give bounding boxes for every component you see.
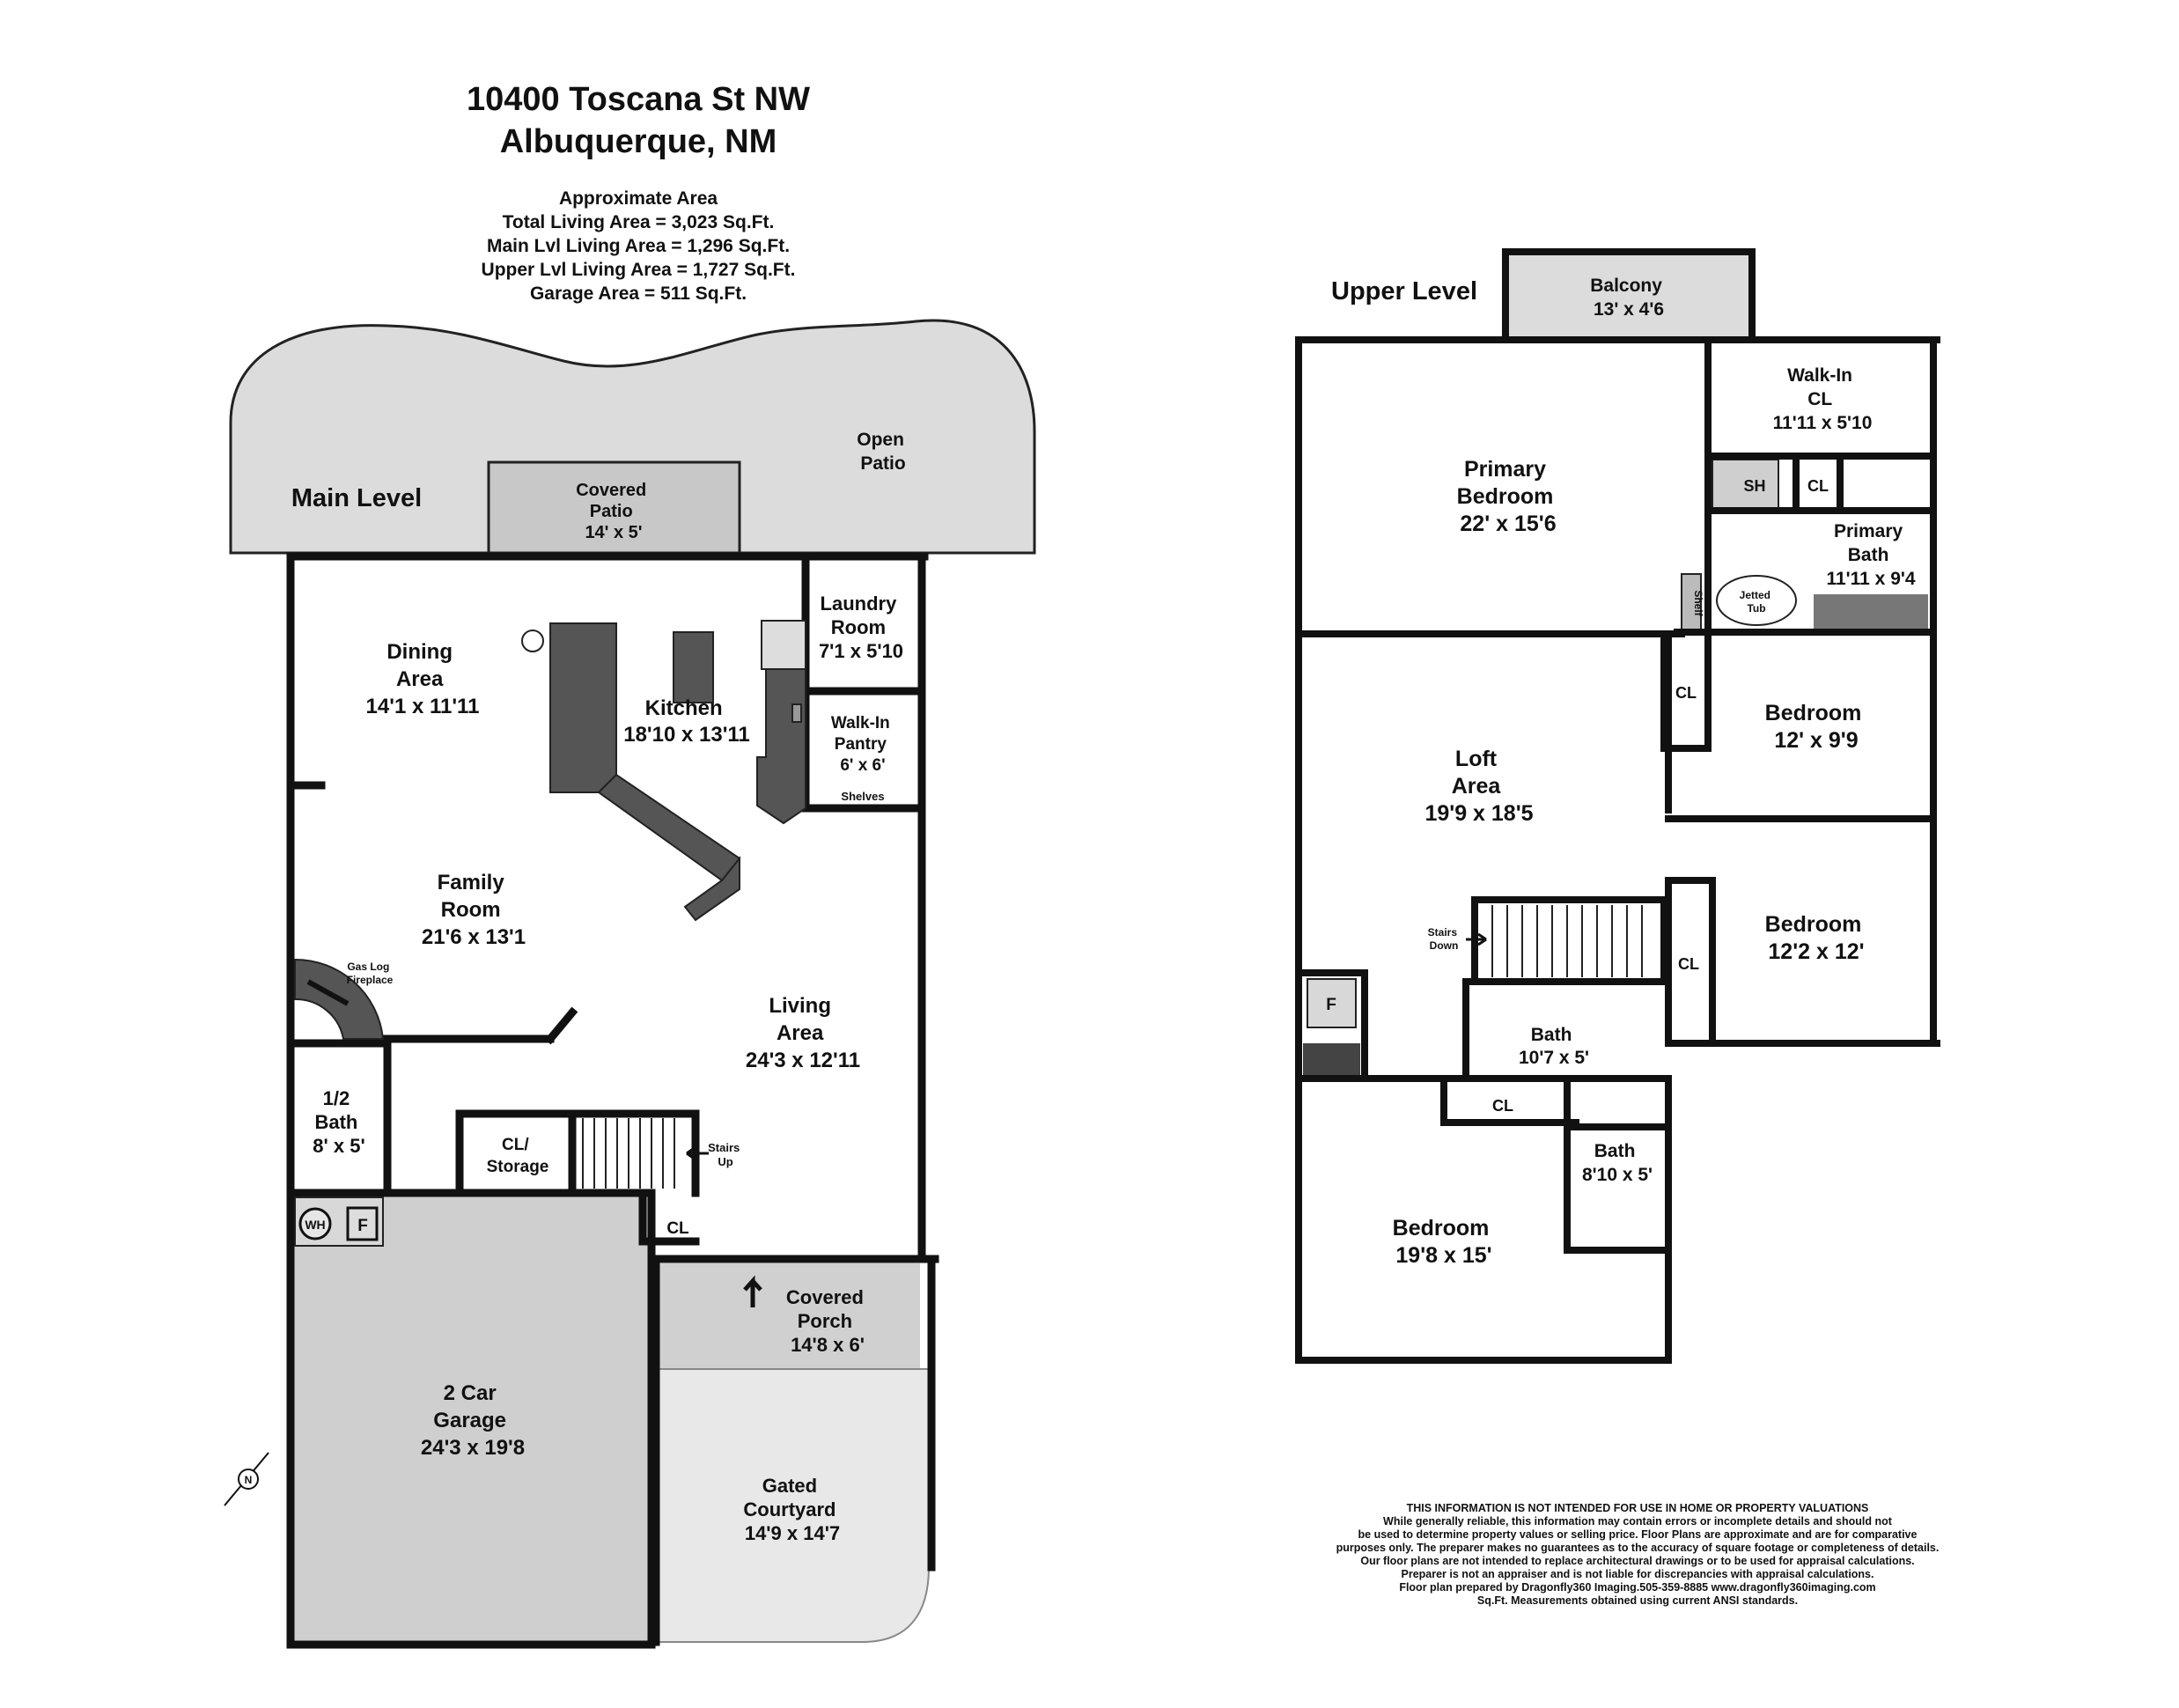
laundry-label: Laundry Room 7'1 x 5'10 (819, 593, 903, 662)
compass-icon (224, 1452, 269, 1506)
shower-area (1712, 459, 1779, 509)
main-level-walls (286, 552, 939, 1649)
primary-bedroom-label: Primary Bedroom 22' x 15'6 (1457, 457, 1560, 536)
furnace-icon (346, 1206, 379, 1241)
water-heater-label: WH (305, 1218, 325, 1232)
pantry-label: Walk-In Pantry 6' x 6' (831, 714, 894, 775)
jetted-tub-icon (1716, 575, 1797, 626)
shelf-label: Shelf (1692, 590, 1704, 616)
open-patio-area (229, 319, 1036, 555)
open-patio-label: Open Patio (857, 430, 909, 474)
loft-label: Loft Area 19'9 x 18'5 (1424, 747, 1533, 826)
jetted-tub-label: Jetted Tub (1740, 589, 1774, 615)
bath1-label: Bath 10'7 x 5' (1519, 1025, 1589, 1068)
shower-label: SH (1743, 477, 1765, 495)
bedroom3-label: Bedroom 12'2 x 12' (1765, 912, 1868, 964)
upper-area: Upper Lvl Living Area = 1,727 Sq.Ft. (481, 260, 796, 280)
bedroom2-label: Bedroom 12' x 9'9 (1765, 701, 1868, 753)
stairs-down-label: Stairs Down (1428, 926, 1461, 952)
address-line2: Albuquerque, NM (499, 123, 777, 160)
stairs-up-label: Stairs Up (708, 1141, 743, 1168)
bath2-label: Bath 8'10 x 5' (1582, 1141, 1653, 1185)
disclaimer: THIS INFORMATION IS NOT INTENDED FOR USE… (1294, 1502, 1981, 1608)
vanity-area (1814, 594, 1928, 631)
compass-label: N (245, 1474, 253, 1486)
courtyard-label: Gated Courtyard 14'9 x 14'7 (743, 1475, 841, 1544)
area-title: Approximate Area (558, 188, 718, 209)
main-area: Main Lvl Living Area = 1,296 Sq.Ft. (486, 236, 791, 256)
disclaimer-line: Floor plan prepared by Dragonfly360 Imag… (1399, 1581, 1876, 1594)
shelves-label: Shelves (841, 790, 884, 803)
bedroom2-cl-label: CL (1675, 684, 1697, 702)
stairs-down-upper (1491, 905, 1643, 977)
garage-area: Garage Area = 511 Sq.Ft. (529, 283, 747, 304)
disclaimer-line: While generally reliable, this informati… (1383, 1515, 1892, 1528)
primary-bath-label: Primary Bath 11'11 x 9'4 (1826, 521, 1915, 589)
garage-area-fill (291, 1193, 651, 1642)
living-area-label: Living Area 24'3 x 12'11 (746, 994, 860, 1072)
disclaimer-line: THIS INFORMATION IS NOT INTENDED FOR USE… (1406, 1502, 1869, 1514)
bedroom4-label: Bedroom 19'8 x 15' (1393, 1216, 1496, 1268)
disclaimer-line: Our floor plans are not intended to repl… (1360, 1555, 1915, 1567)
fireplace-label: Gas Log Fireplace (347, 961, 394, 986)
upper-furnace-label: F (1326, 996, 1336, 1014)
total-area: Total Living Area = 3,023 Sq.Ft. (502, 212, 775, 232)
kitchen-label: Kitchen 18'10 x 13'11 (623, 696, 750, 747)
porch-entry-arrow-icon (743, 1275, 762, 1307)
dining-label: Dining Area 14'1 x 11'11 (366, 640, 480, 718)
address-line1: 10400 Toscana St NW (466, 81, 810, 118)
cl-storage-label: CL/ Storage (487, 1136, 549, 1176)
main-cl-label: CL (666, 1219, 689, 1238)
walkin-cl-label: Walk-In CL 11'11 x 5'10 (1773, 365, 1873, 433)
covered-porch-area (656, 1263, 920, 1369)
covered-patio-area (487, 460, 741, 555)
upper-furnace-box (1307, 978, 1357, 1028)
kitchen-counters (549, 620, 806, 922)
covered-patio-label: Covered Patio 14' x 5' (576, 481, 651, 542)
disclaimer-line: purposes only. The preparer makes no gua… (1336, 1542, 1940, 1554)
stairs-down-arrow-icon (1466, 932, 1487, 946)
balcony-area (1505, 252, 1752, 340)
disclaimer-line: Preparer is not an appraiser and is not … (1401, 1568, 1874, 1580)
upper-level-walls (1295, 248, 1940, 1364)
water-heater-icon (298, 1207, 332, 1241)
disclaimer-line: be used to determine property values or … (1358, 1528, 1918, 1541)
main-level-title: Main Level (291, 484, 422, 512)
kitchen-stool-icon (521, 629, 544, 652)
half-bath-label: 1/2 Bath 8' x 5' (313, 1087, 364, 1157)
bedroom3-cl-label: CL (1678, 955, 1699, 973)
disclaimer-line: Sq.Ft. Measurements obtained using curre… (1476, 1594, 1799, 1607)
stairs-up-arrow-icon (686, 1145, 709, 1161)
furnace-label: F (357, 1217, 368, 1235)
covered-porch-label: Covered Porch 14'8 x 6' (786, 1286, 869, 1356)
family-room-label: Family Room 21'6 x 13'1 (422, 871, 526, 949)
upper-dark-block (1303, 1043, 1360, 1079)
upper-level-title: Upper Level (1331, 277, 1477, 306)
hall-cl-label: CL (1492, 1097, 1513, 1115)
bath-cl-label: CL (1807, 477, 1829, 495)
stairs-up-main (582, 1118, 675, 1189)
balcony-label: Balcony 13' x 4'6 (1590, 276, 1667, 320)
garage-label: 2 Car Garage 24'3 x 19'8 (421, 1381, 525, 1460)
